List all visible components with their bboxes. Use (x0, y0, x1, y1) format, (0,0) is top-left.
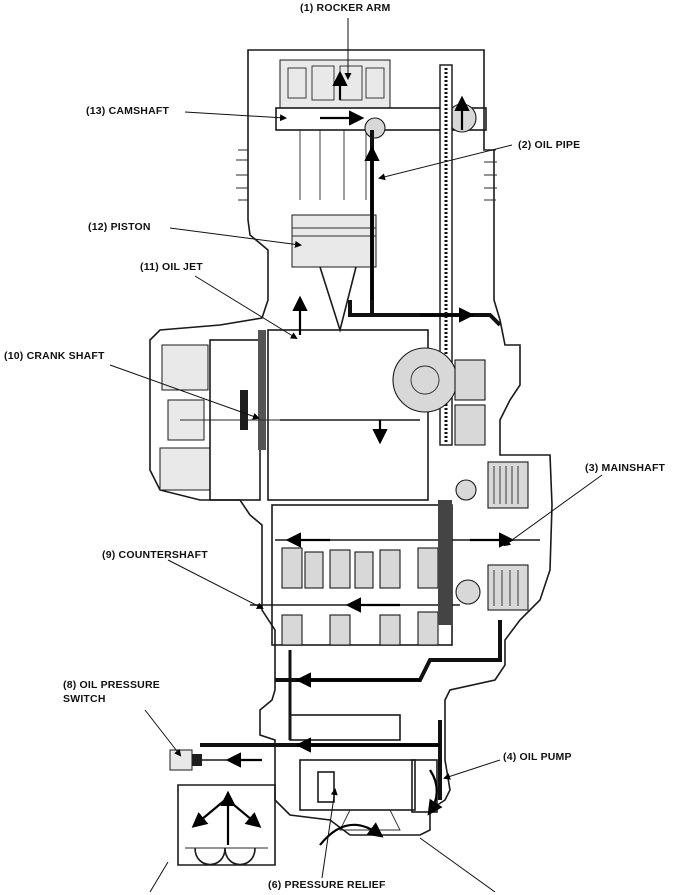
label-oil-pressure-switch: (8) OIL PRESSURE SWITCH (63, 679, 160, 706)
cylinder-head (275, 59, 487, 200)
oil-flow-arrows (191, 70, 515, 846)
crank-left-assembly (159, 330, 290, 501)
label-mainshaft: (3) MAINSHAFT (585, 462, 666, 474)
label-camshaft: (13) CAMSHAFT (86, 105, 170, 117)
transmission (250, 500, 540, 646)
label-oil-jet: (11) OIL JET (140, 261, 203, 273)
label-pressure-relief: (6) PRESSURE RELIEF (268, 879, 386, 891)
leader-lines (109, 18, 603, 893)
piston-assembly (291, 214, 377, 333)
oil-galleries (200, 620, 502, 800)
label-rocker-arm: (1) ROCKER ARM (300, 2, 391, 14)
label-crank-shaft: (10) CRANK SHAFT (4, 350, 105, 362)
label-piston: (12) PISTON (88, 221, 151, 233)
cam-chain (439, 64, 453, 446)
oil-filter (177, 784, 276, 866)
crankshaft-center (267, 329, 486, 501)
label-oil-pipe: (2) OIL PIPE (518, 139, 581, 151)
clutch-assembly (455, 461, 529, 611)
label-oil-pump: (4) OIL PUMP (503, 751, 572, 763)
label-countershaft: (9) COUNTERSHAFT (102, 549, 208, 561)
